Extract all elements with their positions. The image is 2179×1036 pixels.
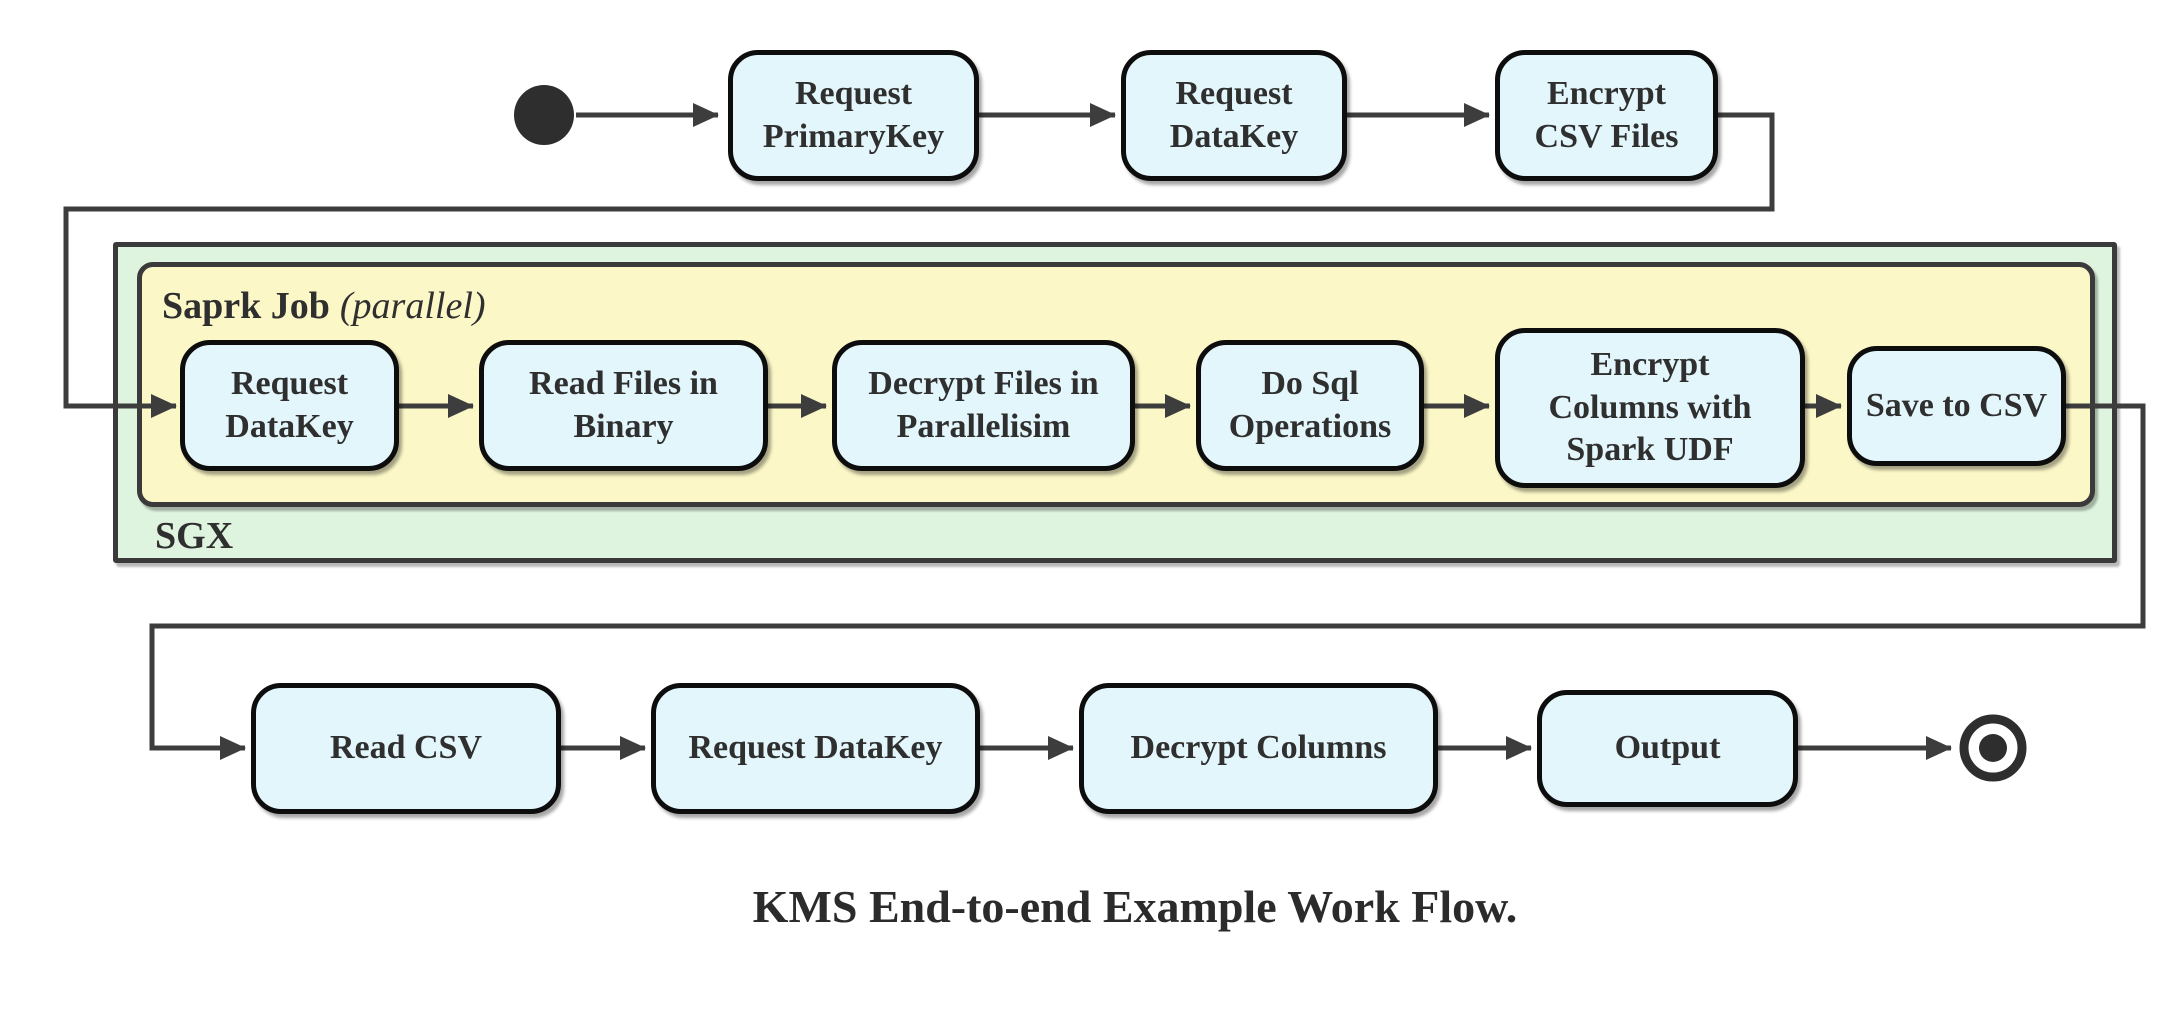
start-node-icon: [514, 85, 574, 145]
node-sgx-request-datakey: Request DataKey: [180, 340, 399, 471]
node-output: Output: [1537, 690, 1798, 807]
spark-job-group-label: Saprk Job(parallel): [162, 284, 486, 328]
node-do-sql-operations: Do Sql Operations: [1196, 340, 1424, 471]
node-request-primarykey: Request PrimaryKey: [728, 50, 979, 181]
node-decrypt-columns: Decrypt Columns: [1079, 683, 1438, 814]
node-read-files-in-binary: Read Files in Binary: [479, 340, 768, 471]
node-decrypt-files-in-parallelisim: Decrypt Files in Parallelisim: [832, 340, 1135, 471]
sgx-group-label: SGX: [155, 515, 234, 557]
node-request-datakey-bottom: Request DataKey: [651, 683, 980, 814]
node-read-csv: Read CSV: [251, 683, 561, 814]
spark-job-label-italic: (parallel): [339, 285, 486, 327]
spark-job-label-bold: Saprk Job: [162, 285, 330, 327]
node-encrypt-columns-with-spark-udf: Encrypt Columns with Spark UDF: [1495, 328, 1805, 488]
edge-save-csv-to-read-csv: [149, 403, 2146, 760]
node-encrypt-csv-files: Encrypt CSV Files: [1495, 50, 1718, 181]
edge-encrypt-csv-to-sgx-request-datakey: [63, 112, 1775, 418]
diagram-caption: KMS End-to-end Example Work Flow.: [752, 881, 1518, 932]
node-save-to-csv: Save to CSV: [1847, 346, 2066, 466]
node-request-datakey-top: Request DataKey: [1121, 50, 1347, 181]
end-node-icon: [1959, 714, 2027, 782]
